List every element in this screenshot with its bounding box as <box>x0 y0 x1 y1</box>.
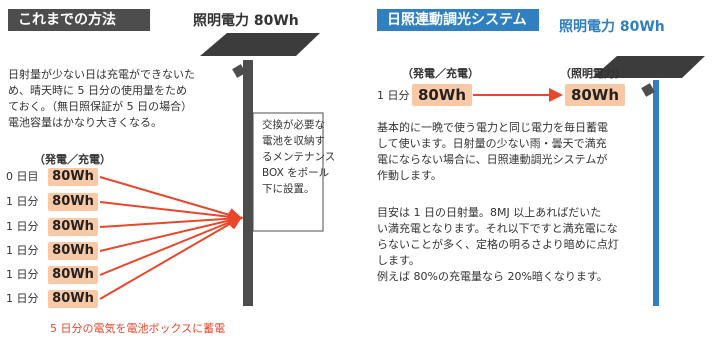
new-day-label: 1 日分 <box>377 89 410 102</box>
solar-panel-new <box>592 56 705 78</box>
old-lighting-power-title: 照明電力 80Wh <box>193 13 299 29</box>
old-table-header: （発電／充電） <box>34 153 111 166</box>
new-paragraph-1: 基本的に一晩で使う電力と同じ電力を毎日蓄電 して使います。日射量の少ない雨・曇天… <box>377 121 608 182</box>
row-day: 1 日分 <box>6 220 39 233</box>
new-lighting-power-title: 照明電力 80Wh <box>559 19 665 35</box>
old-footer-note: 5 日分の電気を電池ボックスに蓄電 <box>50 322 226 335</box>
row-value: 80Wh <box>48 290 98 308</box>
new-light-header: （照明電力） <box>560 67 626 80</box>
row-day: 0 日目 <box>6 170 39 183</box>
row-day: 1 日分 <box>6 195 39 208</box>
new-paragraph-2: 目安は 1 日の日射量。8MJ 以上あればだいた い満充電となります。それ以下で… <box>377 206 619 283</box>
method-old-badge: これまでの方法 <box>8 9 150 31</box>
maintenance-box <box>252 112 324 232</box>
row-value: 80Wh <box>48 218 98 236</box>
new-light-value: 80Wh <box>565 84 625 106</box>
row-value: 80Wh <box>48 168 98 186</box>
new-gen-header: （発電／充電） <box>402 67 479 80</box>
row-day: 1 日分 <box>6 244 39 257</box>
method-new-badge: 日照連動調光システム <box>377 9 539 31</box>
new-gen-value: 80Wh <box>412 84 472 106</box>
row-value: 80Wh <box>48 193 98 211</box>
pole-new <box>653 80 659 306</box>
row-value: 80Wh <box>48 242 98 260</box>
old-description: 日射量が少ない日は充電ができないた め、晴天時に 5 日分の使用量をため ておく… <box>8 68 195 129</box>
solar-panel-old <box>200 33 320 56</box>
row-value: 80Wh <box>48 266 98 284</box>
row-day: 1 日分 <box>6 292 39 305</box>
row-day: 1 日分 <box>6 268 39 281</box>
convergence-arrows <box>99 176 243 300</box>
pole-old <box>243 60 253 306</box>
maintenance-box-note: 交換が必要な 電池を収納す るメンテナンス BOX をポール 下に設置。 <box>262 119 336 195</box>
